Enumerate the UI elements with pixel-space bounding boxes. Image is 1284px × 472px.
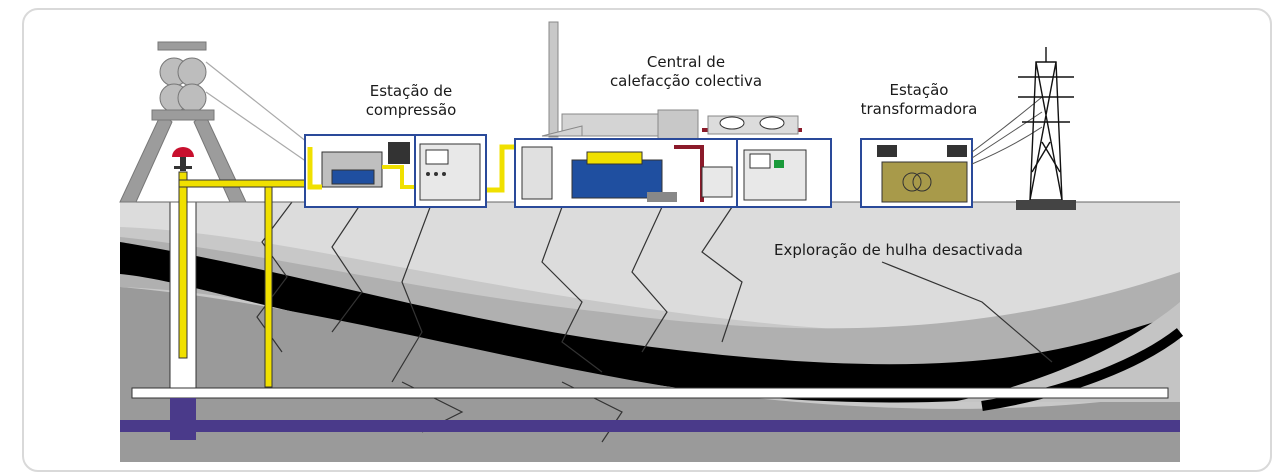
diagram-frame: Estação de compressão Central de calefac… <box>22 8 1272 472</box>
power-pylon-icon <box>1016 47 1076 210</box>
water-level <box>120 420 1180 432</box>
gas-pipes <box>178 144 520 388</box>
chimney <box>548 21 559 138</box>
shaft-sump <box>170 398 196 440</box>
mine-gas-diagram <box>119 21 1184 462</box>
coal-seam-tail <box>981 328 1184 411</box>
compression-station-label-line1: Estação de <box>369 82 453 100</box>
compression-station-label-line2: compressão <box>365 101 457 119</box>
mine-gallery <box>131 387 1169 399</box>
district-heating-label-line1: Central de <box>646 53 726 71</box>
lower-stratum <box>120 287 1180 462</box>
transformer-icon <box>881 161 968 203</box>
engine-icon <box>571 159 663 199</box>
heating-plant <box>514 21 832 208</box>
coal-seam <box>120 242 1180 403</box>
district-heating-label: Central de calefacção colectiva <box>586 53 786 91</box>
right-stratum <box>952 302 1180 402</box>
transformer-station-label: Estação transformadora <box>859 81 979 119</box>
transformer-station <box>860 96 1043 208</box>
headframe-icon <box>119 41 308 203</box>
compression-station-label: Estação de compressão <box>336 82 486 120</box>
upper-stratum <box>120 202 1180 333</box>
middle-stratum <box>120 237 1180 389</box>
transformer-station-label-line1: Estação <box>889 81 949 99</box>
mine-label: Exploração de hulha desactivada <box>774 241 1023 259</box>
district-heating-label-line2: calefacção colectiva <box>609 72 763 90</box>
compression-station <box>304 134 487 208</box>
transformer-station-label-line2: transformadora <box>860 100 978 118</box>
gas-flare-icon <box>172 147 194 171</box>
geology <box>120 201 1184 462</box>
